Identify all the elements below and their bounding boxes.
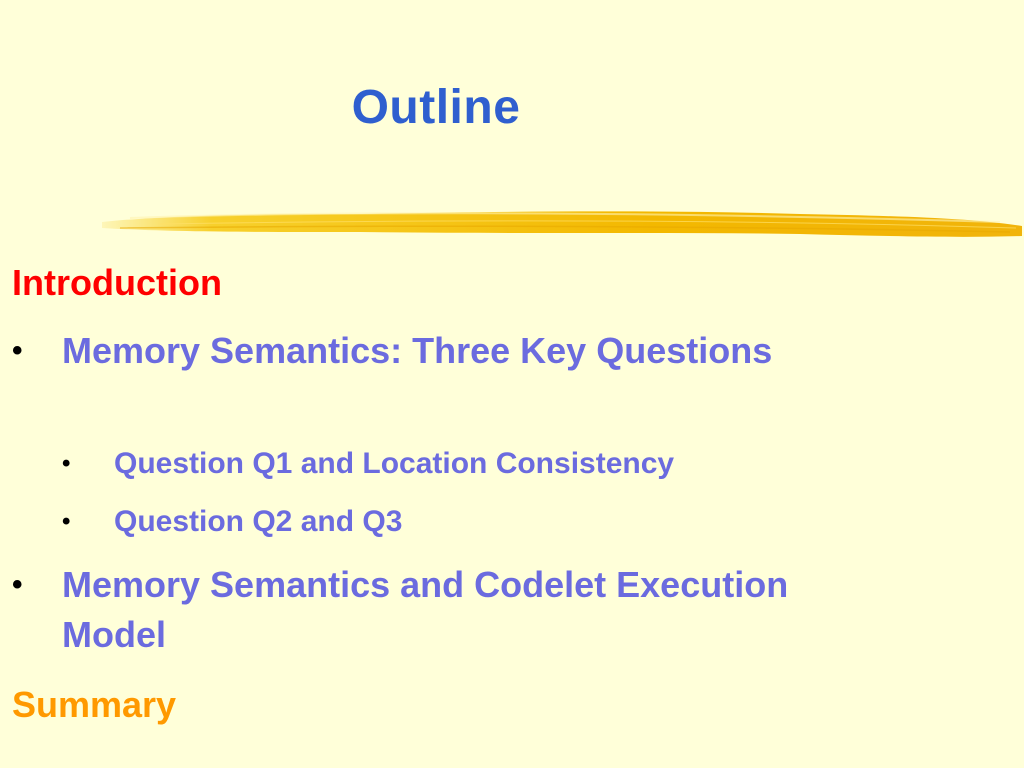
bullet-item-memory-semantics-questions: Memory Semantics: Three Key Questions xyxy=(62,330,773,371)
highlighter-stroke-decoration xyxy=(102,211,1022,237)
section-summary: Summary xyxy=(12,684,177,725)
section-introduction: Introduction xyxy=(12,262,222,303)
slide-title: Outline xyxy=(351,81,521,134)
sub-bullet-marker: • xyxy=(62,508,71,535)
sub-item-q2-q3: Question Q2 and Q3 xyxy=(114,505,403,538)
bullet-marker: • xyxy=(12,568,23,601)
bullet-marker: • xyxy=(12,334,23,367)
sub-item-q1-location-consistency: Question Q1 and Location Consistency xyxy=(114,447,675,480)
sub-bullet-marker: • xyxy=(62,450,71,477)
bullet-item-codelet-execution-model: Memory Semantics and Codelet Execution M… xyxy=(62,564,789,655)
